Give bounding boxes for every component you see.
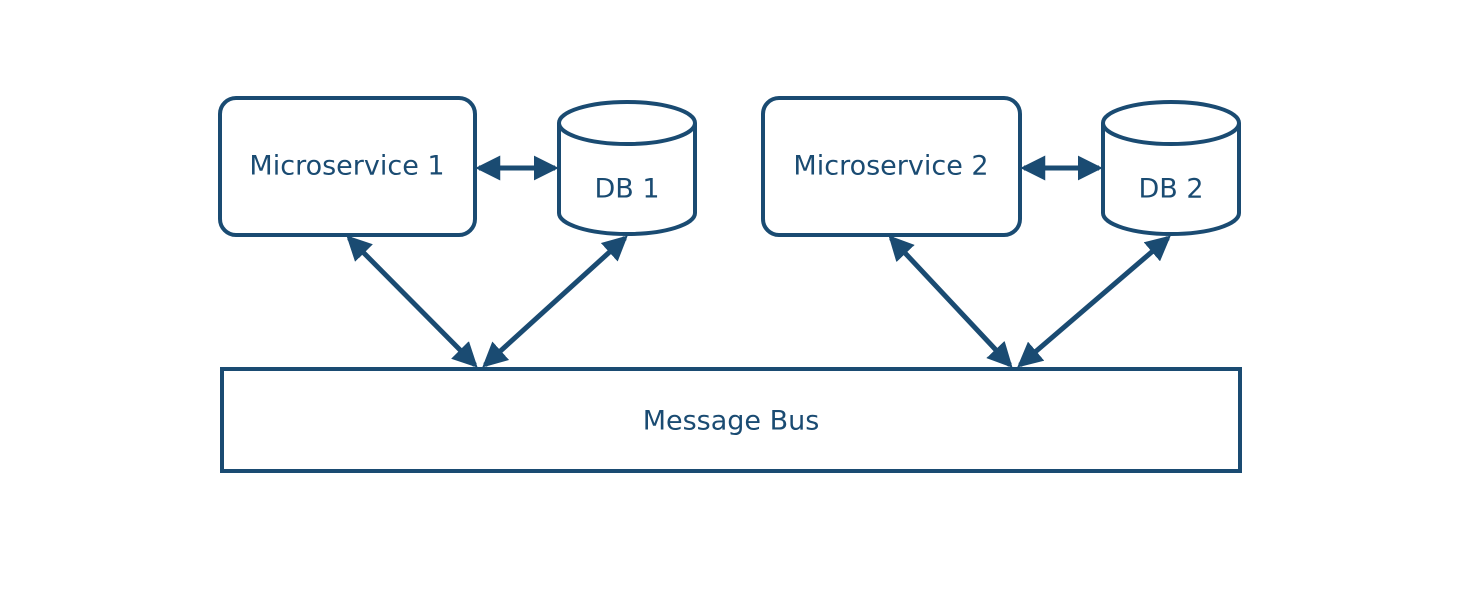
db-2-cylinder-body	[1101, 123, 1241, 236]
microservice-2-box	[761, 96, 1022, 237]
arrow-db-1-message-bus	[482, 235, 628, 368]
db-1-label: DB 1	[594, 174, 659, 205]
microservice-1-label: Microservice 1	[249, 151, 444, 182]
db-1-node: DB 1	[557, 100, 697, 236]
arrow-microservice-2-message-bus	[888, 235, 1013, 368]
db-1-cylinder-body	[557, 123, 697, 236]
arrow-db-2-message-bus	[1017, 235, 1171, 368]
db-2-node: DB 2	[1101, 100, 1241, 236]
microservice-2-node: Microservice 2	[761, 96, 1022, 237]
db-2-cylinder-top	[1101, 100, 1241, 146]
microservice-2-label: Microservice 2	[793, 151, 988, 182]
db-2-label: DB 2	[1138, 174, 1203, 205]
microservice-1-box	[218, 96, 477, 237]
db-1-cylinder-top	[557, 100, 697, 146]
message-bus-label: Message Bus	[643, 406, 820, 437]
arrow-microservice-1-message-bus	[346, 235, 478, 368]
microservice-1-node: Microservice 1	[218, 96, 477, 237]
message-bus-node: Message Bus	[220, 367, 1242, 473]
message-bus-box	[220, 367, 1242, 473]
connectors	[346, 155, 1171, 368]
